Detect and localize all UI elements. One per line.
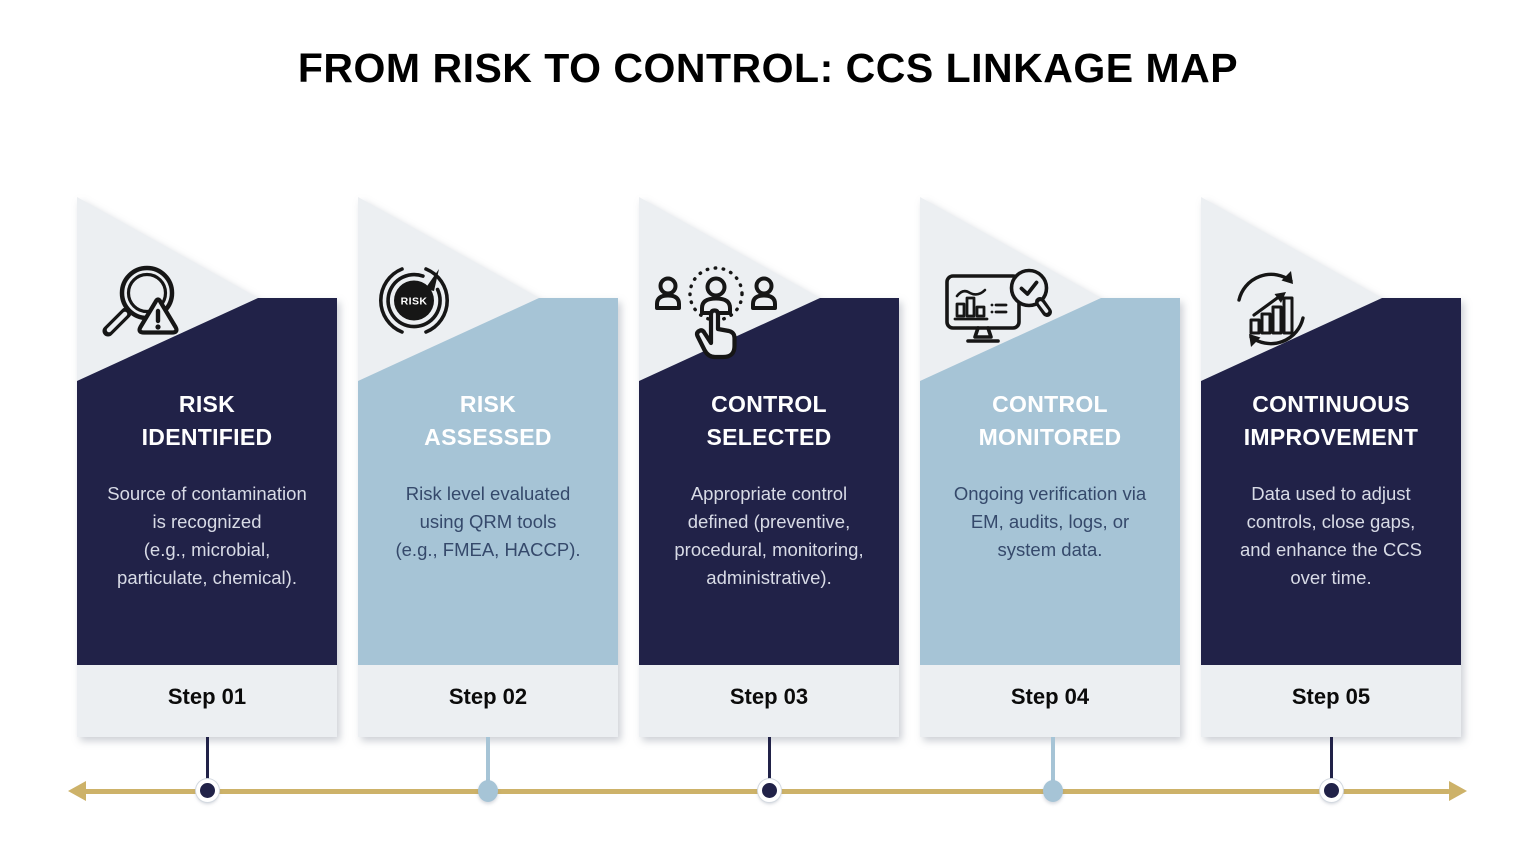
step-card-5: CONTINUOUS IMPROVEMENT Data used to adju… xyxy=(1201,197,1461,737)
card-title: CONTROL SELECTED xyxy=(706,391,832,450)
card-title: CONTROL MONITORED xyxy=(978,391,1122,450)
step-connector-5 xyxy=(1330,737,1333,783)
timeline-arrow-right-icon xyxy=(1449,781,1467,801)
people-select-icon xyxy=(653,261,779,363)
step-label: Step 05 xyxy=(1291,684,1371,709)
growth-cycle-icon xyxy=(1227,265,1315,353)
card-title: RISK IDENTIFIED xyxy=(141,391,273,450)
step-card-4: CONTROL MONITORED Ongoing verification v… xyxy=(920,197,1180,737)
card-description: Source of contamination is recognized (e… xyxy=(107,483,307,588)
step-card-3: CONTROL SELECTED Appropriate control def… xyxy=(639,197,899,737)
step-label: Step 03 xyxy=(729,684,809,709)
card-panel-shape xyxy=(639,298,899,665)
step-label: Step 01 xyxy=(167,684,247,709)
step-connector-4 xyxy=(1051,737,1055,783)
step-dot-4 xyxy=(1043,780,1063,802)
card-description: Risk level evaluated using QRM tools (e.… xyxy=(395,483,581,560)
magnifier-warning-icon xyxy=(95,261,187,355)
card-shape xyxy=(358,197,618,737)
step-label: Step 04 xyxy=(1010,684,1090,709)
svg-text:RISK: RISK xyxy=(401,296,428,308)
card-shape xyxy=(920,197,1180,737)
step-connector-1 xyxy=(206,737,209,783)
card-description: Data used to adjust controls, close gaps… xyxy=(1239,483,1423,588)
card-panel-shape xyxy=(358,298,618,665)
step-dot-1 xyxy=(196,779,219,802)
step-dot-5 xyxy=(1320,779,1343,802)
step-dot-2 xyxy=(478,780,498,802)
card-panel-shape xyxy=(77,298,337,665)
step-connector-2 xyxy=(486,737,490,783)
page-title: FROM RISK TO CONTROL: CCS LINKAGE MAP xyxy=(297,45,1239,91)
step-label: Step 02 xyxy=(448,684,528,709)
card-description: Ongoing verification via EM, audits, log… xyxy=(953,483,1147,560)
card-title: RISK ASSESSED xyxy=(424,391,552,450)
step-card-2: RISK RISK ASSESSED Risk level evaluated … xyxy=(358,197,618,737)
monitor-check-icon xyxy=(942,263,1054,359)
timeline-arrow-left-icon xyxy=(68,781,86,801)
card-title: CONTINUOUS IMPROVEMENT xyxy=(1243,391,1419,450)
risk-gauge-icon: RISK xyxy=(368,263,460,341)
step-dot-3 xyxy=(758,779,781,802)
step-connector-3 xyxy=(768,737,771,783)
card-panel-shape xyxy=(1201,298,1461,665)
step-card-1: RISK IDENTIFIED Source of contamination … xyxy=(77,197,337,737)
card-panel-shape xyxy=(920,298,1180,665)
card-description: Appropriate control defined (preventive,… xyxy=(674,483,864,588)
